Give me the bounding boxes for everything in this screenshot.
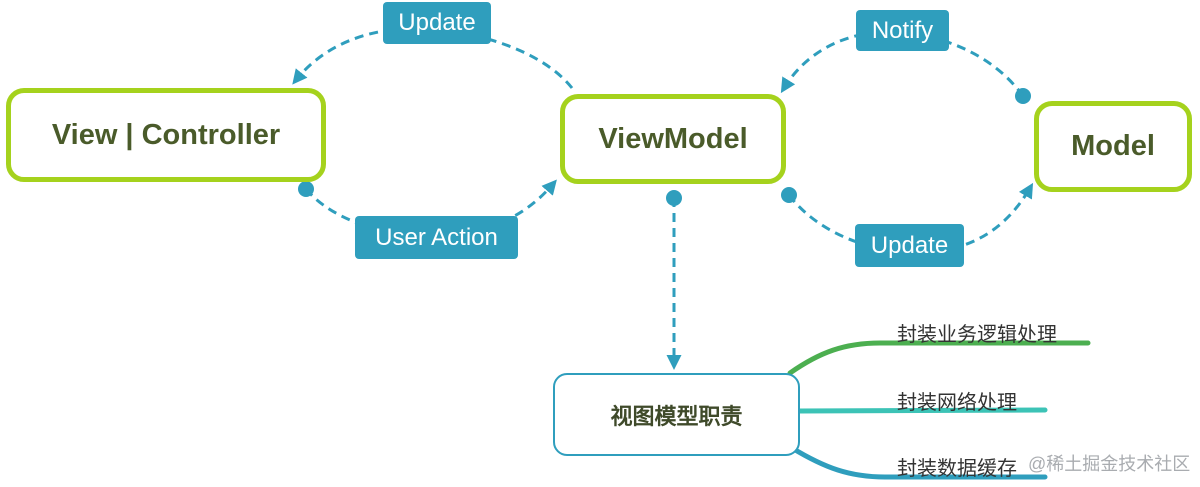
viewmodel-node: ViewModel [560, 94, 786, 184]
responsibilities-title: 视图模型职责 [610, 403, 743, 429]
update-tag-left: Update [383, 2, 491, 44]
viewmodel-responsibilities-node: 视图模型职责 [553, 373, 800, 456]
branch-line-2 [797, 407, 1048, 414]
user-action-tag: User Action [355, 216, 518, 259]
branch-label-business-logic: 封装业务逻辑处理 [897, 324, 1057, 346]
branch-label-network: 封装网络处理 [897, 392, 1017, 414]
branch-line-3 [789, 445, 1048, 480]
model-node: Model [1034, 101, 1192, 192]
notify-tag: Notify [856, 10, 949, 51]
model-label: Model [1071, 130, 1155, 162]
view-controller-label: View | Controller [51, 118, 281, 151]
viewmodel-label: ViewModel [598, 122, 748, 155]
update-tag-right: Update [855, 224, 964, 267]
view-controller-node: View | Controller [6, 88, 326, 182]
branch-label-data-cache: 封装数据缓存 [897, 458, 1017, 480]
watermark: @稀土掘金技术社区 [1028, 454, 1191, 474]
branch-line-1 [787, 340, 1091, 376]
